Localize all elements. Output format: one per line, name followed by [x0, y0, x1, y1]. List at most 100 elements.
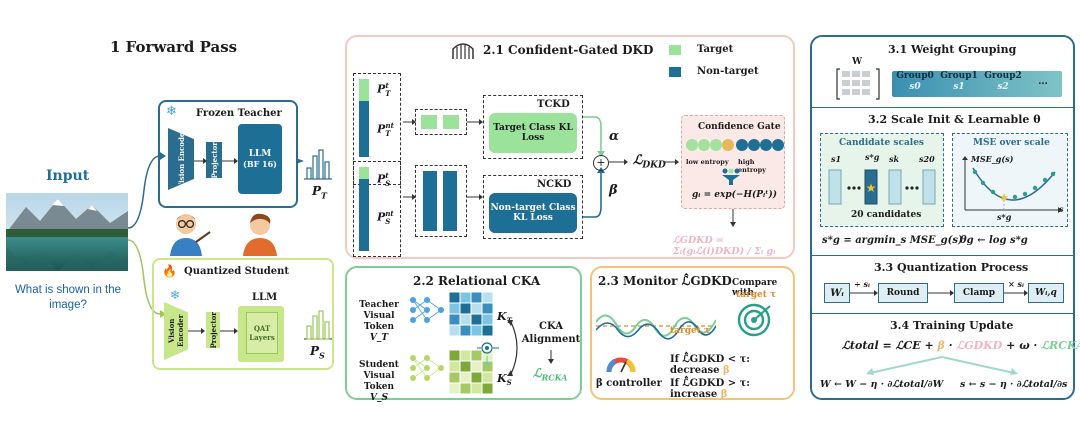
forward-pass-title: 1 Forward Pass	[110, 38, 238, 56]
snowflake-icon: ❄	[166, 104, 177, 119]
mse-box: MSE over scale MSE_g(s) ★ s*g s	[952, 133, 1068, 227]
monitor-panel: 2.3 Monitor ℒ̂GDKD Compare with target τ…	[590, 266, 795, 400]
input-question: What is shown in the image?	[14, 284, 122, 311]
wi-box: Wᵢ	[824, 283, 850, 303]
low-entropy-label: low entropy	[686, 158, 729, 166]
cand-s1: s1	[831, 154, 842, 164]
monitor-rule-increase: If ℒ̂GDKD > τ: increase β	[670, 378, 750, 400]
teacher-title: Frozen Teacher	[196, 108, 282, 119]
dkd-title: 2.1 Confident-Gated DKD	[483, 43, 654, 57]
student-projector: Projector	[206, 312, 220, 348]
student-kernel-matrix	[449, 350, 493, 394]
tckd-label: TCKD	[537, 99, 570, 110]
teacher-llm: LLM (BF 16)	[238, 124, 282, 194]
dkd-loss-label: ℒDKD	[633, 153, 666, 171]
target-tau-label: target τ	[736, 290, 777, 300]
student-target-bar	[359, 167, 369, 179]
mse-curve: ★	[962, 156, 1062, 213]
legend-target: Target	[697, 44, 734, 55]
candidate-bars: ★	[828, 169, 936, 205]
target-icon	[737, 303, 771, 337]
theta-formula: θg ← log s*g	[960, 235, 1028, 246]
cka-student-label: Student Visual Token V_S	[359, 360, 399, 403]
svg-text:★: ★	[999, 191, 1009, 204]
cka-align-bracket	[477, 320, 518, 376]
lgdkd-formula: ℒGDKD = Σᵢ(gᵢℒ(i)DKD) / Σᵢ gᵢ	[673, 235, 776, 257]
wiq-box: Wᵢ,q	[1028, 283, 1064, 303]
clamp-box: Clamp	[954, 283, 1004, 303]
legend-target-swatch	[669, 45, 681, 55]
entropy-circles	[686, 139, 784, 151]
teacher-kernel-matrix	[449, 292, 493, 336]
legend-nontarget-swatch	[669, 67, 681, 77]
cka-panel: 2.2 Relational CKA Teacher Visual Token …	[345, 266, 582, 403]
beta-controller-icon	[606, 357, 636, 373]
gate-formula: gᵢ = exp(−H(Pᵢᵗ))	[692, 190, 777, 200]
scale-init-title: 3.2 Scale Init & Learnable θ	[868, 113, 1041, 126]
training-update-title: 3.4 Training Update	[890, 319, 1014, 332]
mul-label: × sᵢ	[1008, 279, 1024, 289]
student-llm-label: LLM	[252, 292, 278, 303]
teacher-panel: ❄ Frozen Teacher Vision Encoder Projecto…	[158, 100, 298, 208]
cand-s20: s20	[919, 154, 935, 164]
student-network-icon	[410, 355, 444, 381]
student-output-bars	[304, 310, 332, 340]
beta-label: β	[609, 183, 618, 198]
student-arrows	[188, 328, 238, 334]
teacher-output-bars	[304, 149, 332, 180]
ps-nt-label: PSnt	[377, 209, 394, 226]
student-panel: 🔥 Quantized Student ❄ Vision Encoder Pro…	[152, 258, 334, 370]
candidate-count: 20 candidates	[851, 210, 922, 220]
input-label: Input	[46, 168, 90, 184]
student-output-label: PS	[310, 344, 325, 361]
cka-down-arrow	[548, 350, 554, 364]
total-loss-formula: ℒtotal = ℒCE + β · ℒGDKD + ω · ℒRCKA	[842, 339, 1080, 352]
gate-icon	[452, 43, 474, 59]
teacher-person-icon	[170, 214, 211, 256]
fire-icon: 🔥	[162, 264, 177, 278]
loss-to-gate-arrow	[663, 159, 679, 165]
teacher-encoder: Vision Encoder	[168, 128, 194, 190]
gate-title: Confidence Gate	[698, 122, 781, 132]
teacher-output-label: PT	[312, 184, 327, 201]
nckd-label: NCKD	[537, 179, 572, 190]
target-line-label: target τ	[670, 326, 711, 336]
mse-xlabel: s	[1059, 204, 1064, 214]
weight-grouping-title: 3.1 Weight Grouping	[888, 43, 1017, 56]
nontarget-pair-frame	[415, 165, 467, 237]
input-image	[6, 193, 128, 271]
divider-1	[812, 107, 1073, 108]
dkd-flow-arrows	[403, 116, 628, 218]
pt-nt-label: PTnt	[377, 121, 394, 138]
update-arrows	[866, 356, 1018, 375]
target-pair-s	[443, 115, 459, 129]
tckd-box: Target Class KL Loss	[489, 113, 577, 153]
teacher-network-icon	[410, 297, 444, 323]
high-entropy-label: high entropy	[738, 158, 766, 174]
student-prob-frame	[353, 161, 401, 257]
round-box: Round	[878, 283, 928, 303]
svg-text:★: ★	[866, 181, 877, 195]
student-qat-layers: QAT Layers	[246, 312, 278, 354]
dkd-panel: 2.1 Confident-Gated DKD Target Non-targe…	[345, 35, 795, 259]
compare-label: Compare with	[732, 278, 778, 298]
candidate-title: Candidate scales	[839, 138, 924, 148]
student-person-icon	[243, 213, 277, 256]
gate-down-arrow	[730, 209, 736, 227]
teacher-target-bar	[359, 79, 369, 101]
student-title: Quantized Student	[184, 266, 290, 277]
weight-matrix-icon	[836, 68, 880, 100]
target-pair-t	[421, 115, 437, 129]
student-snowflake-icon: ❄	[170, 288, 181, 302]
loss-curve	[596, 314, 716, 340]
tckd-frame	[483, 95, 583, 159]
update-s-formula: s ← s − η · ∂ℒtotal/∂s	[960, 379, 1068, 390]
update-w-formula: W ← W − η · ∂ℒtotal/∂W	[820, 379, 944, 390]
cand-sg: s*g	[865, 152, 880, 162]
candidate-scales-box: Candidate scales s1 s*g sk s20 ★ 20 cand…	[820, 133, 944, 227]
nckd-frame	[483, 175, 583, 239]
teacher-arrows	[194, 158, 238, 164]
